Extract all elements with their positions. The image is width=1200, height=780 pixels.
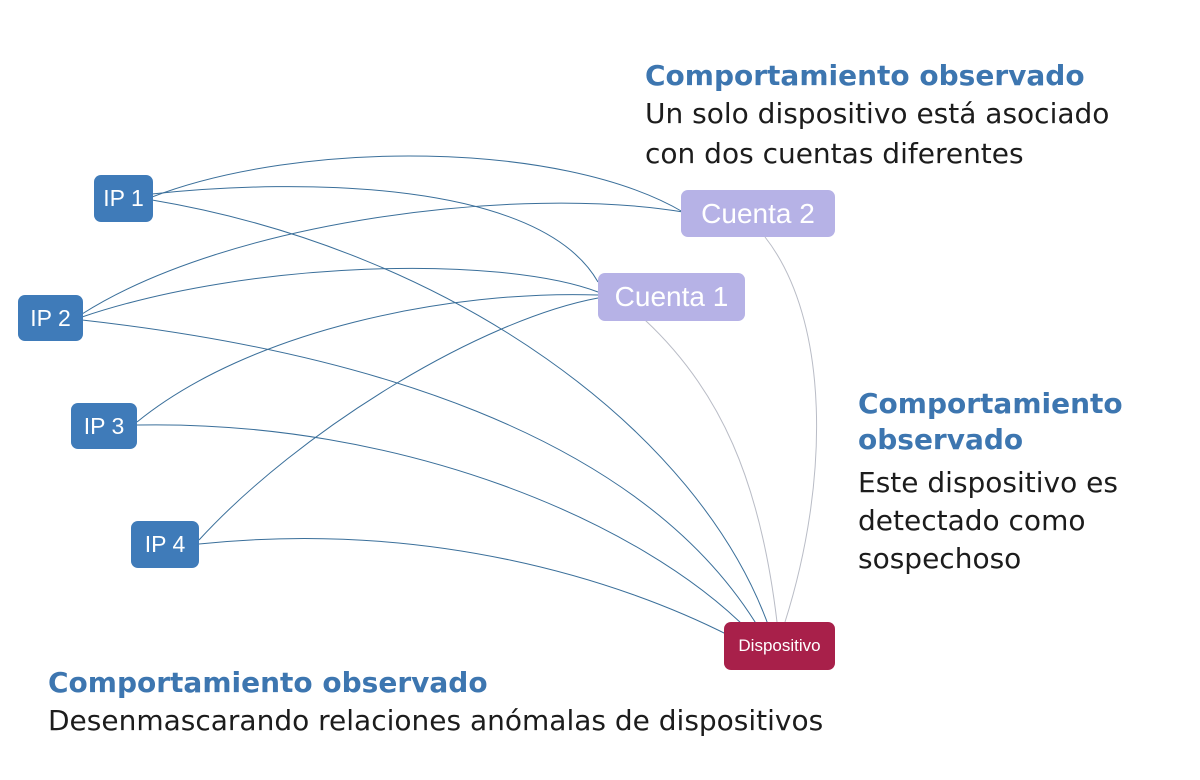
edge-ip2-cuenta2 [81, 202, 684, 315]
node-cuenta1-label: Cuenta 1 [614, 281, 729, 312]
node-ip1[interactable]: IP 1 [94, 175, 153, 222]
edge-ip4-device [198, 538, 731, 637]
node-ip4[interactable]: IP 4 [131, 521, 199, 568]
edge-ip4-cuenta1 [198, 297, 599, 541]
callout-bottom-body: Desenmascarando relaciones anómalas de d… [48, 704, 824, 737]
node-ip4-label: IP 4 [144, 531, 186, 557]
node-cuenta2[interactable]: Cuenta 2 [681, 190, 835, 237]
edge-ip1-cuenta1 [151, 186, 599, 283]
callout-bottom-heading: Comportamiento observado [48, 666, 488, 699]
callout-top-body: Un solo dispositivo está asociado con do… [645, 97, 1110, 170]
edge-ip2-device [81, 319, 761, 631]
edge-cuenta1-device [644, 319, 778, 623]
callout-top: Comportamiento observado Un solo disposi… [645, 58, 1145, 174]
node-ip3-label: IP 3 [83, 412, 125, 439]
node-device[interactable]: Dispositivo [724, 622, 835, 670]
callout-right-body: Este dispositivo es detectado como sospe… [858, 466, 1118, 575]
node-ip2-label: IP 2 [30, 304, 71, 331]
node-cuenta1[interactable]: Cuenta 1 [598, 273, 745, 321]
node-device-label: Dispositivo [738, 636, 821, 655]
edge-ip1-cuenta2 [151, 155, 684, 213]
edge-ip3-cuenta1 [136, 294, 599, 423]
edge-ip2-cuenta1 [81, 267, 599, 318]
edge-cuenta2-device [764, 236, 818, 623]
edge-ip1-device [151, 199, 771, 631]
node-cuenta2-label: Cuenta 2 [701, 197, 815, 229]
callout-bottom: Comportamiento observado Desenmascarando… [48, 665, 1048, 741]
callout-top-heading: Comportamiento observado [645, 59, 1085, 92]
callout-right-heading: Comportamiento observado [858, 387, 1123, 456]
callout-right: Comportamiento observado Este dispositiv… [858, 386, 1148, 578]
edge-ip3-device [136, 424, 751, 633]
node-ip3[interactable]: IP 3 [71, 403, 137, 449]
node-ip2[interactable]: IP 2 [18, 295, 83, 341]
node-ip1-label: IP 1 [103, 185, 144, 211]
